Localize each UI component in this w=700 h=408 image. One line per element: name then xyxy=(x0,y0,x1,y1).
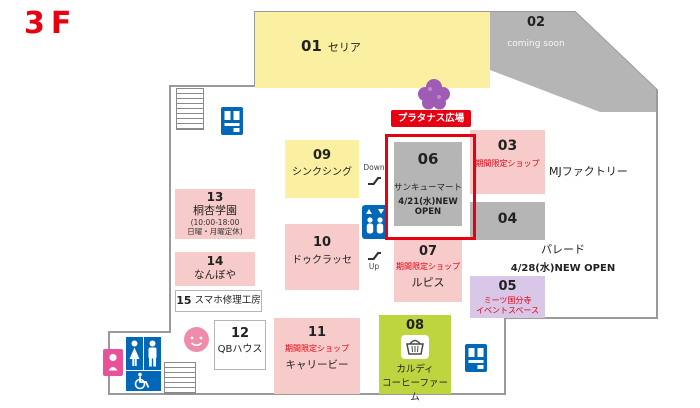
accessible-toilet-icon xyxy=(126,371,161,391)
vending-machine-lower-icon xyxy=(464,344,488,372)
store-06[interactable]: 06 サンキューマート 4/21(水)NEW OPEN xyxy=(394,142,462,226)
store-06-highlight-frame xyxy=(385,134,476,240)
store-05-name-line2: イベントスペース xyxy=(475,306,540,316)
baby-room-icon xyxy=(103,349,123,376)
escalator-down-icon[interactable] xyxy=(367,174,383,186)
store-04-number: 04 xyxy=(497,211,518,227)
store-10-number: 10 xyxy=(312,235,332,250)
store-08-name-line2: コーヒーファーム xyxy=(382,378,448,404)
store-05-name-line1: ミーツ国分寺 xyxy=(483,296,532,306)
store-01[interactable]: 01 セリア xyxy=(255,12,490,88)
store-02[interactable]: 02 coming soon xyxy=(498,15,574,50)
elevator-icon[interactable] xyxy=(362,205,388,239)
store-04-note: 4/28(水)NEW OPEN xyxy=(510,263,616,274)
vending-machine-upper-icon xyxy=(221,107,243,135)
store-09-number: 09 xyxy=(312,148,332,163)
store-10[interactable]: 10 ドゥクラッセ xyxy=(285,224,359,290)
escalator-down-label: Down xyxy=(363,163,385,172)
store-14[interactable]: 14 なんぼや xyxy=(175,252,255,286)
store-10-name: ドゥクラッセ xyxy=(292,255,352,267)
store-11-number: 11 xyxy=(307,325,327,340)
store-09[interactable]: 09 シンクシング xyxy=(285,140,359,198)
store-14-number: 14 xyxy=(206,254,224,268)
store-14-name: なんぼや xyxy=(194,269,236,282)
floor-title: 3F xyxy=(24,6,78,41)
store-07-number: 07 xyxy=(418,244,438,259)
restroom-male-icon xyxy=(144,337,161,370)
store-08[interactable]: 08 カルディ コーヒーファーム xyxy=(379,315,451,403)
kids-space-icon xyxy=(183,326,210,353)
store-04[interactable]: 04 xyxy=(470,202,545,240)
store-12-name: QBハウス xyxy=(217,344,263,356)
store-06-number: 06 xyxy=(417,150,439,168)
store-15-name: スマホ修理工房 xyxy=(194,295,261,307)
store-12[interactable]: 12 QBハウス xyxy=(214,320,266,370)
store-05[interactable]: 05 ミーツ国分寺 イベントスペース xyxy=(470,276,545,318)
store-13-name: 桐杏学園 xyxy=(193,204,237,218)
plaza-flower-icon xyxy=(416,77,452,113)
store-06-name: サンキューマート xyxy=(394,182,463,193)
store-15[interactable]: 15 スマホ修理工房 xyxy=(175,290,262,312)
store-13[interactable]: 13 桐杏学園 (10:00-18:00 日曜・月曜定休) xyxy=(175,189,255,239)
store-15-number: 15 xyxy=(176,293,192,307)
stairs-upper-icon[interactable] xyxy=(176,88,204,130)
store-12-number: 12 xyxy=(230,326,250,341)
store-03-name: MJファクトリー xyxy=(549,165,628,178)
store-01-name: セリア xyxy=(327,41,361,54)
store-07-name: ルピス xyxy=(411,276,445,290)
store-13-hours-line2: 日曜・月曜定休) xyxy=(187,226,243,236)
restroom-female-icon xyxy=(126,337,143,370)
store-01-number: 01 xyxy=(301,37,322,55)
store-03-badge: 期間限定ショップ xyxy=(475,159,540,169)
store-08-name-line1: カルディ xyxy=(396,364,434,376)
store-11[interactable]: 11 期間限定ショップ キャリービー xyxy=(274,318,360,394)
store-11-badge: 期間限定ショップ xyxy=(285,344,349,354)
store-08-number: 08 xyxy=(405,318,425,333)
store-04-label: パレード 4/28(水)NEW OPEN xyxy=(503,241,623,274)
shopping-basket-icon xyxy=(401,335,429,360)
store-03-number: 03 xyxy=(497,138,518,154)
store-07[interactable]: 07 期間限定ショップ ルピス xyxy=(394,238,462,302)
store-13-hours-line1: (10:00-18:00 xyxy=(190,217,240,227)
plaza-label: プラタナス広場 xyxy=(391,110,471,127)
store-04-name: パレード xyxy=(541,243,585,256)
store-02-status: coming soon xyxy=(507,39,565,50)
store-09-name: シンクシング xyxy=(292,167,352,179)
store-02-region[interactable] xyxy=(490,12,656,112)
store-13-number: 13 xyxy=(206,190,224,204)
store-07-badge: 期間限定ショップ xyxy=(396,262,460,272)
store-06-note: 4/21(水)NEW OPEN xyxy=(398,196,458,217)
store-11-name: キャリービー xyxy=(285,359,349,372)
store-03[interactable]: 03 期間限定ショップ xyxy=(470,130,545,194)
escalator-up-label: Up xyxy=(368,262,380,271)
store-02-number: 02 xyxy=(526,15,546,30)
store-05-number: 05 xyxy=(498,279,517,294)
escalator-up-icon[interactable] xyxy=(367,249,383,261)
stairs-lower-icon[interactable] xyxy=(164,362,196,394)
